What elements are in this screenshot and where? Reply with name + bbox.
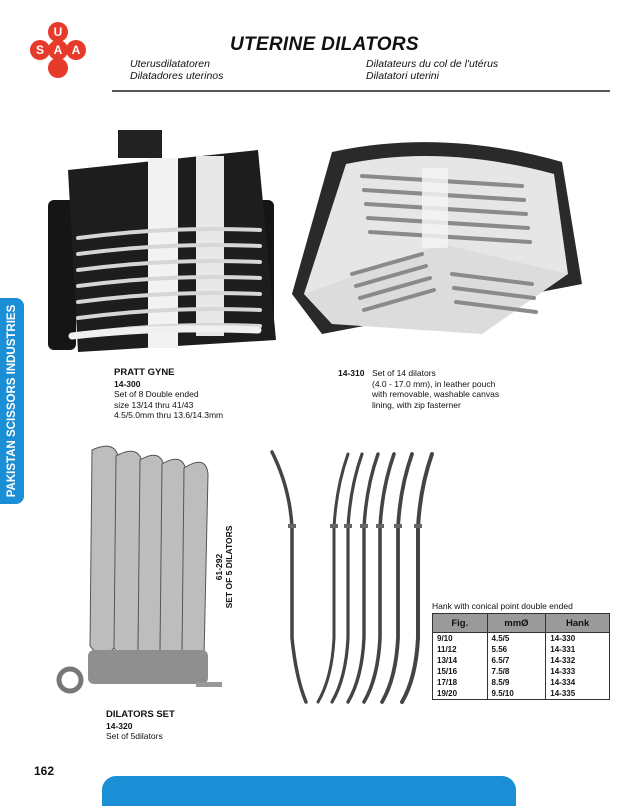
pouch-line: with removable, washable canvas [372, 389, 500, 399]
logo-letter: S [36, 43, 44, 57]
table-cell: 8.5/9 [486, 677, 547, 688]
col-fig-header: Fig. [432, 613, 488, 633]
vertical-label-code: 61-292 [214, 553, 224, 581]
pratt-line: 4.5/5.0mm thru 13.6/14.3mm [114, 410, 224, 420]
pratt-code: 14-300 [114, 378, 141, 389]
table-cell: 5.56 [486, 644, 547, 655]
table-cell: 11/12 [432, 644, 488, 655]
table-cell: 19/20 [432, 688, 488, 700]
page-number: 162 [34, 764, 55, 778]
table-header-row: Fig. mmØ Hank [432, 613, 610, 633]
pratt-gyne-caption: PRATT GYNE 14-300 Set of 8 Double ended … [114, 367, 224, 421]
table-cell: 15/16 [432, 666, 488, 677]
vertical-label-text: SET OF 5 DILATORS [224, 525, 234, 609]
table-cell: 13/14 [432, 655, 488, 666]
table-cell: 14-335 [545, 688, 610, 700]
logo-letter: A [54, 43, 63, 57]
table-row: 13/14 6.5/7 14-332 [432, 655, 610, 666]
pratt-name: PRATT GYNE [114, 367, 175, 378]
table-cell: 17/18 [432, 677, 488, 688]
header-rule [112, 90, 610, 92]
table-cell: 14-334 [545, 677, 610, 688]
pratt-gyne-pouch-image [48, 130, 276, 352]
subtitle-es: Dilatadores uterinos [130, 70, 224, 82]
table-cell: 4.5/5 [486, 632, 547, 644]
dilators-set-image [56, 445, 222, 694]
pratt-line: size 13/14 thru 41/43 [114, 399, 194, 410]
table-row: 15/16 7.5/8 14-333 [432, 666, 610, 677]
table-cell: 6.5/7 [486, 655, 547, 666]
subtitle-it: Dilatatori uterini [366, 70, 439, 82]
usa-dental-logo: U S A A [28, 20, 88, 80]
subtitle-fr: Dilatateurs du col de l'utérus [366, 58, 499, 70]
pouch-caption: Set of 14 dilators (4.0 - 17.0 mm), in l… [372, 368, 499, 410]
fourteen-dilator-pouch-image [292, 142, 582, 334]
table-cell: 14-333 [545, 666, 610, 677]
hank-table: Fig. mmØ Hank 9/10 4.5/5 14-330 11/12 5.… [432, 613, 610, 700]
col-hank-header: Hank [545, 613, 610, 633]
dilators-set-caption: DILATORS SET 14-320 Set of 5dilators [106, 709, 175, 742]
side-tab-text: PAKISTAN SCISSORS INDUSTRIES [6, 304, 18, 498]
footer-bar [102, 776, 516, 806]
table-row: 17/18 8.5/9 14-334 [432, 677, 610, 688]
dilators-set-line: Set of 5dilators [106, 731, 163, 741]
logo-letter: U [54, 25, 63, 39]
hank-table-caption: Hank with conical point double ended [432, 601, 573, 611]
table-row: 9/10 4.5/5 14-330 [432, 632, 610, 644]
pouch-code: 14-310 [338, 368, 365, 378]
table-row: 19/20 9.5/10 14-335 [432, 688, 610, 700]
table-cell: 14-330 [545, 632, 610, 644]
hank-dilators-image [270, 450, 434, 704]
side-tab: PAKISTAN SCISSORS INDUSTRIES [0, 298, 24, 504]
pratt-line: Set of 8 Double ended [114, 389, 199, 399]
table-cell: 9/10 [432, 632, 488, 644]
pouch-line: (4.0 - 17.0 mm), in leather pouch [372, 378, 496, 389]
vertical-label: 61-292 SET OF 5 DILATORS [212, 512, 236, 622]
dilators-set-name: DILATORS SET [106, 709, 175, 720]
pouch-line: Set of 14 dilators [372, 368, 436, 378]
logo-letter: A [72, 43, 81, 57]
subtitle-de: Uterusdilatatoren [130, 58, 210, 70]
table-cell: 9.5/10 [486, 688, 547, 700]
pouch-line: lining, with zip fasterner [372, 399, 461, 410]
col-mm-header: mmØ [486, 613, 547, 633]
table-cell: 14-332 [545, 655, 610, 666]
dilators-set-code: 14-320 [106, 720, 133, 731]
table-row: 11/12 5.56 14-331 [432, 644, 610, 655]
page-title: UTERINE DILATORS [230, 34, 419, 55]
table-cell: 7.5/8 [486, 666, 547, 677]
table-cell: 14-331 [545, 644, 610, 655]
